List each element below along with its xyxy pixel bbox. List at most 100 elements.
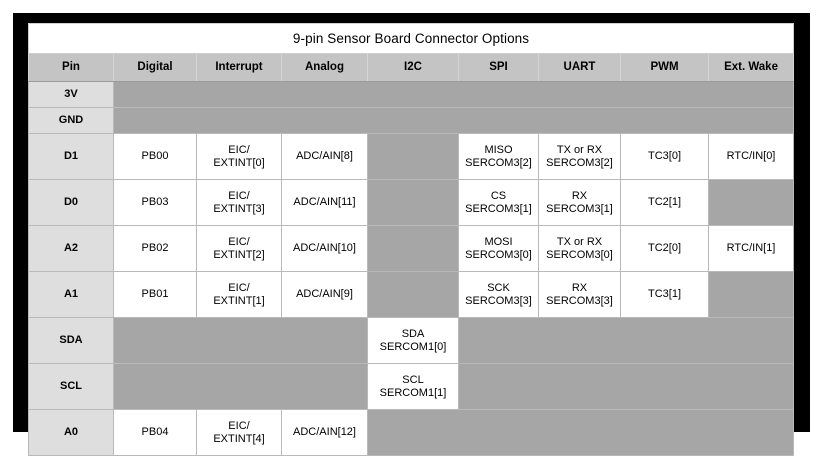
- uart-cell: TX or RX SERCOM3[2]: [538, 133, 621, 180]
- interrupt-line-1: EIC/: [228, 235, 250, 248]
- spi-line-1: MOSI: [484, 235, 513, 248]
- spi-cell: MOSI SERCOM3[0]: [458, 225, 539, 272]
- spi-line-2: SERCOM3[2]: [465, 156, 532, 169]
- interrupt-line-1: EIC/: [228, 143, 250, 156]
- ext-wake-cell-empty: [707, 179, 795, 226]
- unavailable-cells: [457, 363, 795, 410]
- uart-line-1: TX or RX: [556, 143, 603, 156]
- column-header-pwm: PWM: [620, 53, 709, 82]
- i2c-line-1: SDA: [401, 327, 425, 340]
- column-header-digital: Digital: [113, 53, 197, 82]
- ext-wake-cell-empty: [707, 271, 795, 318]
- column-header-uart: UART: [538, 53, 621, 82]
- column-header-ext-wake: Ext. Wake: [707, 53, 795, 82]
- interrupt-cell: EIC/ EXTINT[2]: [196, 225, 282, 272]
- table-row: A1 PB01 EIC/ EXTINT[1] ADC/AIN[9] SCK SE…: [28, 271, 795, 318]
- i2c-cell: SCL SERCOM1[1]: [367, 363, 459, 410]
- pin-label: A0: [28, 409, 114, 456]
- table-header-row: Pin Digital Interrupt Analog I2C SPI UAR…: [28, 53, 795, 82]
- pin-label: A2: [28, 225, 114, 272]
- interrupt-line-1: EIC/: [228, 189, 250, 202]
- interrupt-cell: EIC/ EXTINT[0]: [196, 133, 282, 180]
- spi-line-1: SCK: [487, 281, 510, 294]
- pin-label: D0: [28, 179, 114, 226]
- analog-cell: ADC/AIN[9]: [281, 271, 368, 318]
- digital-cell: PB04: [113, 409, 197, 456]
- unavailable-cells: [113, 363, 368, 410]
- interrupt-line-2: EXTINT[0]: [213, 156, 265, 169]
- uart-line-1: RX: [571, 189, 588, 202]
- interrupt-line-2: EXTINT[1]: [213, 294, 265, 307]
- pin-mapping-table-container: 9-pin Sensor Board Connector Options Pin…: [27, 23, 795, 456]
- digital-cell: PB00: [113, 133, 197, 180]
- interrupt-cell: EIC/ EXTINT[4]: [196, 409, 282, 456]
- interrupt-line-1: EIC/: [228, 281, 250, 294]
- table-row: 3V: [28, 81, 795, 108]
- column-header-pin: Pin: [28, 53, 114, 82]
- analog-cell: ADC/AIN[11]: [281, 179, 368, 226]
- pin-label: SDA: [28, 317, 114, 364]
- uart-line-2: SERCOM3[2]: [546, 156, 613, 169]
- uart-line-2: SERCOM3[3]: [546, 294, 613, 307]
- interrupt-line-1: EIC/: [228, 419, 250, 432]
- unavailable-cells: [366, 409, 795, 456]
- uart-line-2: SERCOM3[0]: [546, 248, 613, 261]
- interrupt-cell: EIC/ EXTINT[1]: [196, 271, 282, 318]
- digital-cell: PB03: [113, 179, 197, 226]
- spi-line-2: SERCOM3[1]: [465, 202, 532, 215]
- table-title-row: 9-pin Sensor Board Connector Options: [27, 23, 795, 54]
- i2c-line-1: SCL: [402, 373, 424, 386]
- table-title: 9-pin Sensor Board Connector Options: [27, 23, 795, 54]
- pin-label: GND: [28, 107, 114, 134]
- pin-label: 3V: [28, 81, 114, 108]
- ext-wake-cell: RTC/IN[1]: [707, 225, 795, 272]
- i2c-line-2: SERCOM1[0]: [379, 340, 447, 353]
- unavailable-cells: [112, 107, 795, 134]
- pwm-cell: TC2[1]: [620, 179, 709, 226]
- unavailable-cells: [113, 317, 368, 364]
- spi-cell: CS SERCOM3[1]: [458, 179, 539, 226]
- pin-label: SCL: [28, 363, 114, 410]
- pwm-cell: TC3[0]: [620, 133, 709, 180]
- unavailable-cells: [457, 317, 795, 364]
- analog-cell: ADC/AIN[10]: [281, 225, 368, 272]
- pin-mapping-table: 9-pin Sensor Board Connector Options Pin…: [27, 23, 795, 456]
- analog-cell: ADC/AIN[8]: [281, 133, 368, 180]
- uart-cell: TX or RX SERCOM3[0]: [538, 225, 621, 272]
- table-row: D0 PB03 EIC/ EXTINT[3] ADC/AIN[11] CS SE…: [28, 179, 795, 226]
- table-row: D1 PB00 EIC/ EXTINT[0] ADC/AIN[8] MISO S…: [28, 133, 795, 180]
- interrupt-line-2: EXTINT[4]: [213, 432, 265, 445]
- column-header-spi: SPI: [458, 53, 539, 82]
- pin-label: D1: [28, 133, 114, 180]
- i2c-cell-empty: [367, 225, 459, 272]
- uart-line-2: SERCOM3[1]: [546, 202, 613, 215]
- column-header-i2c: I2C: [367, 53, 459, 82]
- pwm-cell: TC2[0]: [620, 225, 709, 272]
- i2c-line-2: SERCOM1[1]: [379, 386, 447, 399]
- spi-line-2: SERCOM3[0]: [465, 248, 532, 261]
- table-row: SDA SDA SERCOM1[0]: [28, 317, 795, 364]
- table-row: A0 PB04 EIC/ EXTINT[4] ADC/AIN[12]: [28, 409, 795, 456]
- column-header-analog: Analog: [281, 53, 368, 82]
- uart-line-1: RX: [571, 281, 588, 294]
- table-row: SCL SCL SERCOM1[1]: [28, 363, 795, 410]
- i2c-cell-empty: [367, 271, 459, 318]
- spi-line-2: SERCOM3[3]: [465, 294, 532, 307]
- interrupt-cell: EIC/ EXTINT[3]: [196, 179, 282, 226]
- uart-cell: RX SERCOM3[3]: [538, 271, 621, 318]
- spi-cell: SCK SERCOM3[3]: [458, 271, 539, 318]
- unavailable-cells: [112, 81, 795, 108]
- uart-line-1: TX or RX: [556, 235, 603, 248]
- digital-cell: PB01: [113, 271, 197, 318]
- table-row: GND: [28, 107, 795, 134]
- interrupt-line-2: EXTINT[2]: [213, 248, 265, 261]
- i2c-cell: SDA SERCOM1[0]: [367, 317, 459, 364]
- i2c-cell-empty: [367, 179, 459, 226]
- uart-cell: RX SERCOM3[1]: [538, 179, 621, 226]
- digital-cell: PB02: [113, 225, 197, 272]
- analog-cell: ADC/AIN[12]: [281, 409, 368, 456]
- column-header-interrupt: Interrupt: [196, 53, 282, 82]
- spi-cell: MISO SERCOM3[2]: [458, 133, 539, 180]
- pin-label: A1: [28, 271, 114, 318]
- table-row: A2 PB02 EIC/ EXTINT[2] ADC/AIN[10] MOSI …: [28, 225, 795, 272]
